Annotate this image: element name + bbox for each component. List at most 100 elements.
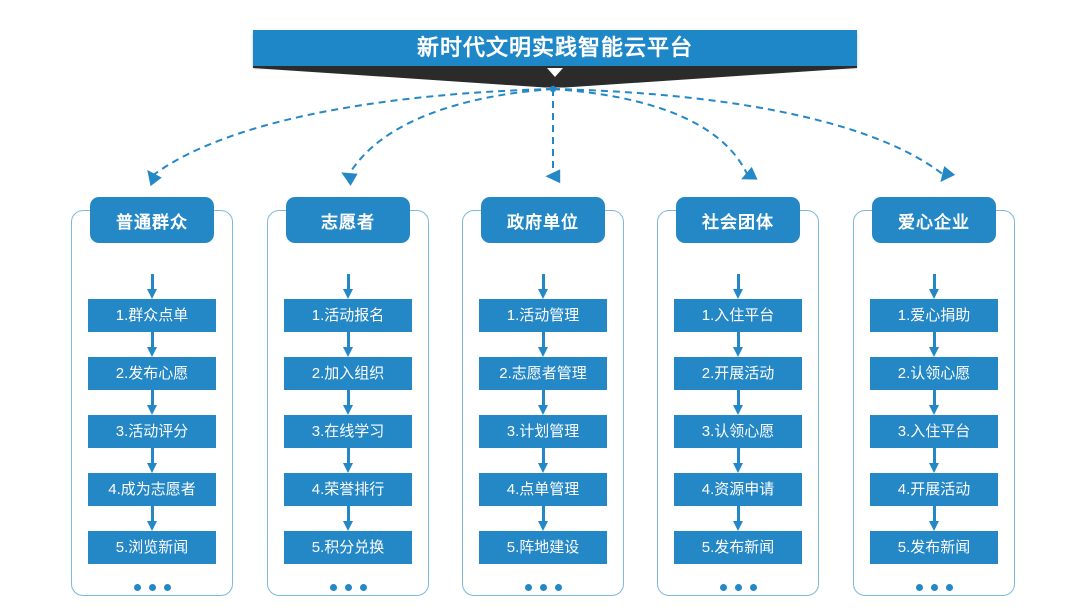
down-arrow-icon [146, 390, 158, 415]
step-box[interactable]: 5.积分兑换 [284, 531, 412, 564]
step-box[interactable]: 5.发布新闻 [674, 531, 802, 564]
step-box[interactable]: 1.活动管理 [479, 299, 607, 332]
step-entry: 4.荣誉排行 [268, 448, 428, 506]
role-column-volunteer: 志愿者 1.活动报名 2.加入组织 3.在线学习 4.荣誉排行 5.积分兑换 [267, 197, 429, 596]
step-box[interactable]: 4.开展活动 [870, 473, 998, 506]
down-arrow-icon [537, 506, 549, 531]
role-column-social-group: 社会团体 1.入住平台 2.开展活动 3.认领心愿 4.资源申请 5.发布新闻 [657, 197, 819, 596]
step-entry: 4.点单管理 [463, 448, 623, 506]
step-label: 1.群众点单 [115, 307, 189, 324]
page-title: 新时代文明实践智能云平台 [416, 35, 693, 60]
down-arrow-icon [146, 448, 158, 473]
step-box[interactable]: 3.入住平台 [870, 415, 998, 448]
step-entry: 1.群众点单 [72, 274, 232, 332]
down-arrow-icon [928, 448, 940, 473]
down-arrow-icon [928, 332, 940, 357]
down-arrow-icon [342, 274, 354, 299]
step-entry: 1.活动报名 [268, 274, 428, 332]
step-label: 3.认领心愿 [701, 423, 775, 440]
more-steps-ellipsis [854, 584, 1014, 591]
step-label: 3.活动评分 [115, 423, 189, 440]
down-arrow-icon [537, 390, 549, 415]
step-entry: 4.成为志愿者 [72, 448, 232, 506]
step-box[interactable]: 1.群众点单 [88, 299, 216, 332]
step-box[interactable]: 4.点单管理 [479, 473, 607, 506]
step-label: 4.资源申请 [701, 481, 775, 498]
ellipsis-dot [945, 584, 953, 591]
step-entry: 4.开展活动 [854, 448, 1014, 506]
step-box[interactable]: 3.认领心愿 [674, 415, 802, 448]
step-entry: 4.资源申请 [658, 448, 818, 506]
step-entry: 5.浏览新闻 [72, 506, 232, 564]
step-label: 5.发布新闻 [701, 539, 775, 556]
ellipsis-dot [554, 584, 562, 591]
step-label: 2.志愿者管理 [499, 365, 587, 382]
ellipsis-dot [344, 584, 352, 591]
step-label: 4.点单管理 [506, 481, 580, 498]
down-arrow-icon [732, 390, 744, 415]
step-box[interactable]: 2.加入组织 [284, 357, 412, 390]
step-label: 1.入住平台 [701, 307, 775, 324]
down-arrow-icon [537, 274, 549, 299]
ellipsis-dot [719, 584, 727, 591]
column-header-label: 社会团体 [702, 212, 774, 232]
step-entry: 5.发布新闻 [658, 506, 818, 564]
step-box[interactable]: 5.浏览新闻 [88, 531, 216, 564]
column-header-charity-enterprise[interactable]: 爱心企业 [872, 197, 996, 243]
step-box[interactable]: 3.在线学习 [284, 415, 412, 448]
step-box[interactable]: 2.志愿者管理 [479, 357, 607, 390]
step-box[interactable]: 1.入住平台 [674, 299, 802, 332]
column-step-list: 1.入住平台 2.开展活动 3.认领心愿 4.资源申请 5.发布新闻 [658, 274, 818, 591]
step-entry: 2.发布心愿 [72, 332, 232, 390]
step-box[interactable]: 4.成为志愿者 [88, 473, 216, 506]
step-box[interactable]: 5.发布新闻 [870, 531, 998, 564]
step-entry: 2.志愿者管理 [463, 332, 623, 390]
step-box[interactable]: 1.活动报名 [284, 299, 412, 332]
column-step-list: 1.群众点单 2.发布心愿 3.活动评分 4.成为志愿者 5.浏览新闻 [72, 274, 232, 591]
step-entry: 5.发布新闻 [854, 506, 1014, 564]
column-header-ordinary-public[interactable]: 普通群众 [90, 197, 214, 243]
step-label: 5.发布新闻 [897, 539, 971, 556]
step-label: 1.活动管理 [506, 307, 580, 324]
column-header-label: 爱心企业 [898, 212, 970, 232]
column-header-volunteer[interactable]: 志愿者 [286, 197, 410, 243]
down-arrow-icon [928, 390, 940, 415]
down-arrow-icon [732, 506, 744, 531]
step-label: 2.认领心愿 [897, 365, 971, 382]
step-entry: 3.入住平台 [854, 390, 1014, 448]
down-arrow-icon [146, 274, 158, 299]
ellipsis-dot [749, 584, 757, 591]
more-steps-ellipsis [268, 584, 428, 591]
more-steps-ellipsis [463, 584, 623, 591]
step-box[interactable]: 2.开展活动 [674, 357, 802, 390]
ellipsis-dot [539, 584, 547, 591]
step-label: 5.积分兑换 [311, 539, 385, 556]
step-box[interactable]: 2.认领心愿 [870, 357, 998, 390]
step-box[interactable]: 4.荣誉排行 [284, 473, 412, 506]
down-arrow-icon [342, 506, 354, 531]
step-label: 4.荣誉排行 [311, 481, 385, 498]
more-steps-ellipsis [72, 584, 232, 591]
step-box[interactable]: 1.爱心捐助 [870, 299, 998, 332]
down-arrow-icon [342, 448, 354, 473]
step-box[interactable]: 5.阵地建设 [479, 531, 607, 564]
step-label: 4.开展活动 [897, 481, 971, 498]
platform-title-bar: 新时代文明实践智能云平台 [253, 30, 857, 66]
step-box[interactable]: 2.发布心愿 [88, 357, 216, 390]
step-entry: 2.加入组织 [268, 332, 428, 390]
ellipsis-dot [930, 584, 938, 591]
step-entry: 1.入住平台 [658, 274, 818, 332]
step-box[interactable]: 3.计划管理 [479, 415, 607, 448]
step-entry: 3.活动评分 [72, 390, 232, 448]
column-header-social-group[interactable]: 社会团体 [676, 197, 800, 243]
step-label: 1.爱心捐助 [897, 307, 971, 324]
step-entry: 5.积分兑换 [268, 506, 428, 564]
fanout-arrow-5 [552, 88, 956, 183]
ellipsis-dot [133, 584, 141, 591]
step-box[interactable]: 4.资源申请 [674, 473, 802, 506]
role-column-government-unit: 政府单位 1.活动管理 2.志愿者管理 3.计划管理 4.点单管理 5.阵地建设 [462, 197, 624, 596]
ellipsis-dot [148, 584, 156, 591]
column-header-government-unit[interactable]: 政府单位 [481, 197, 605, 243]
step-box[interactable]: 3.活动评分 [88, 415, 216, 448]
